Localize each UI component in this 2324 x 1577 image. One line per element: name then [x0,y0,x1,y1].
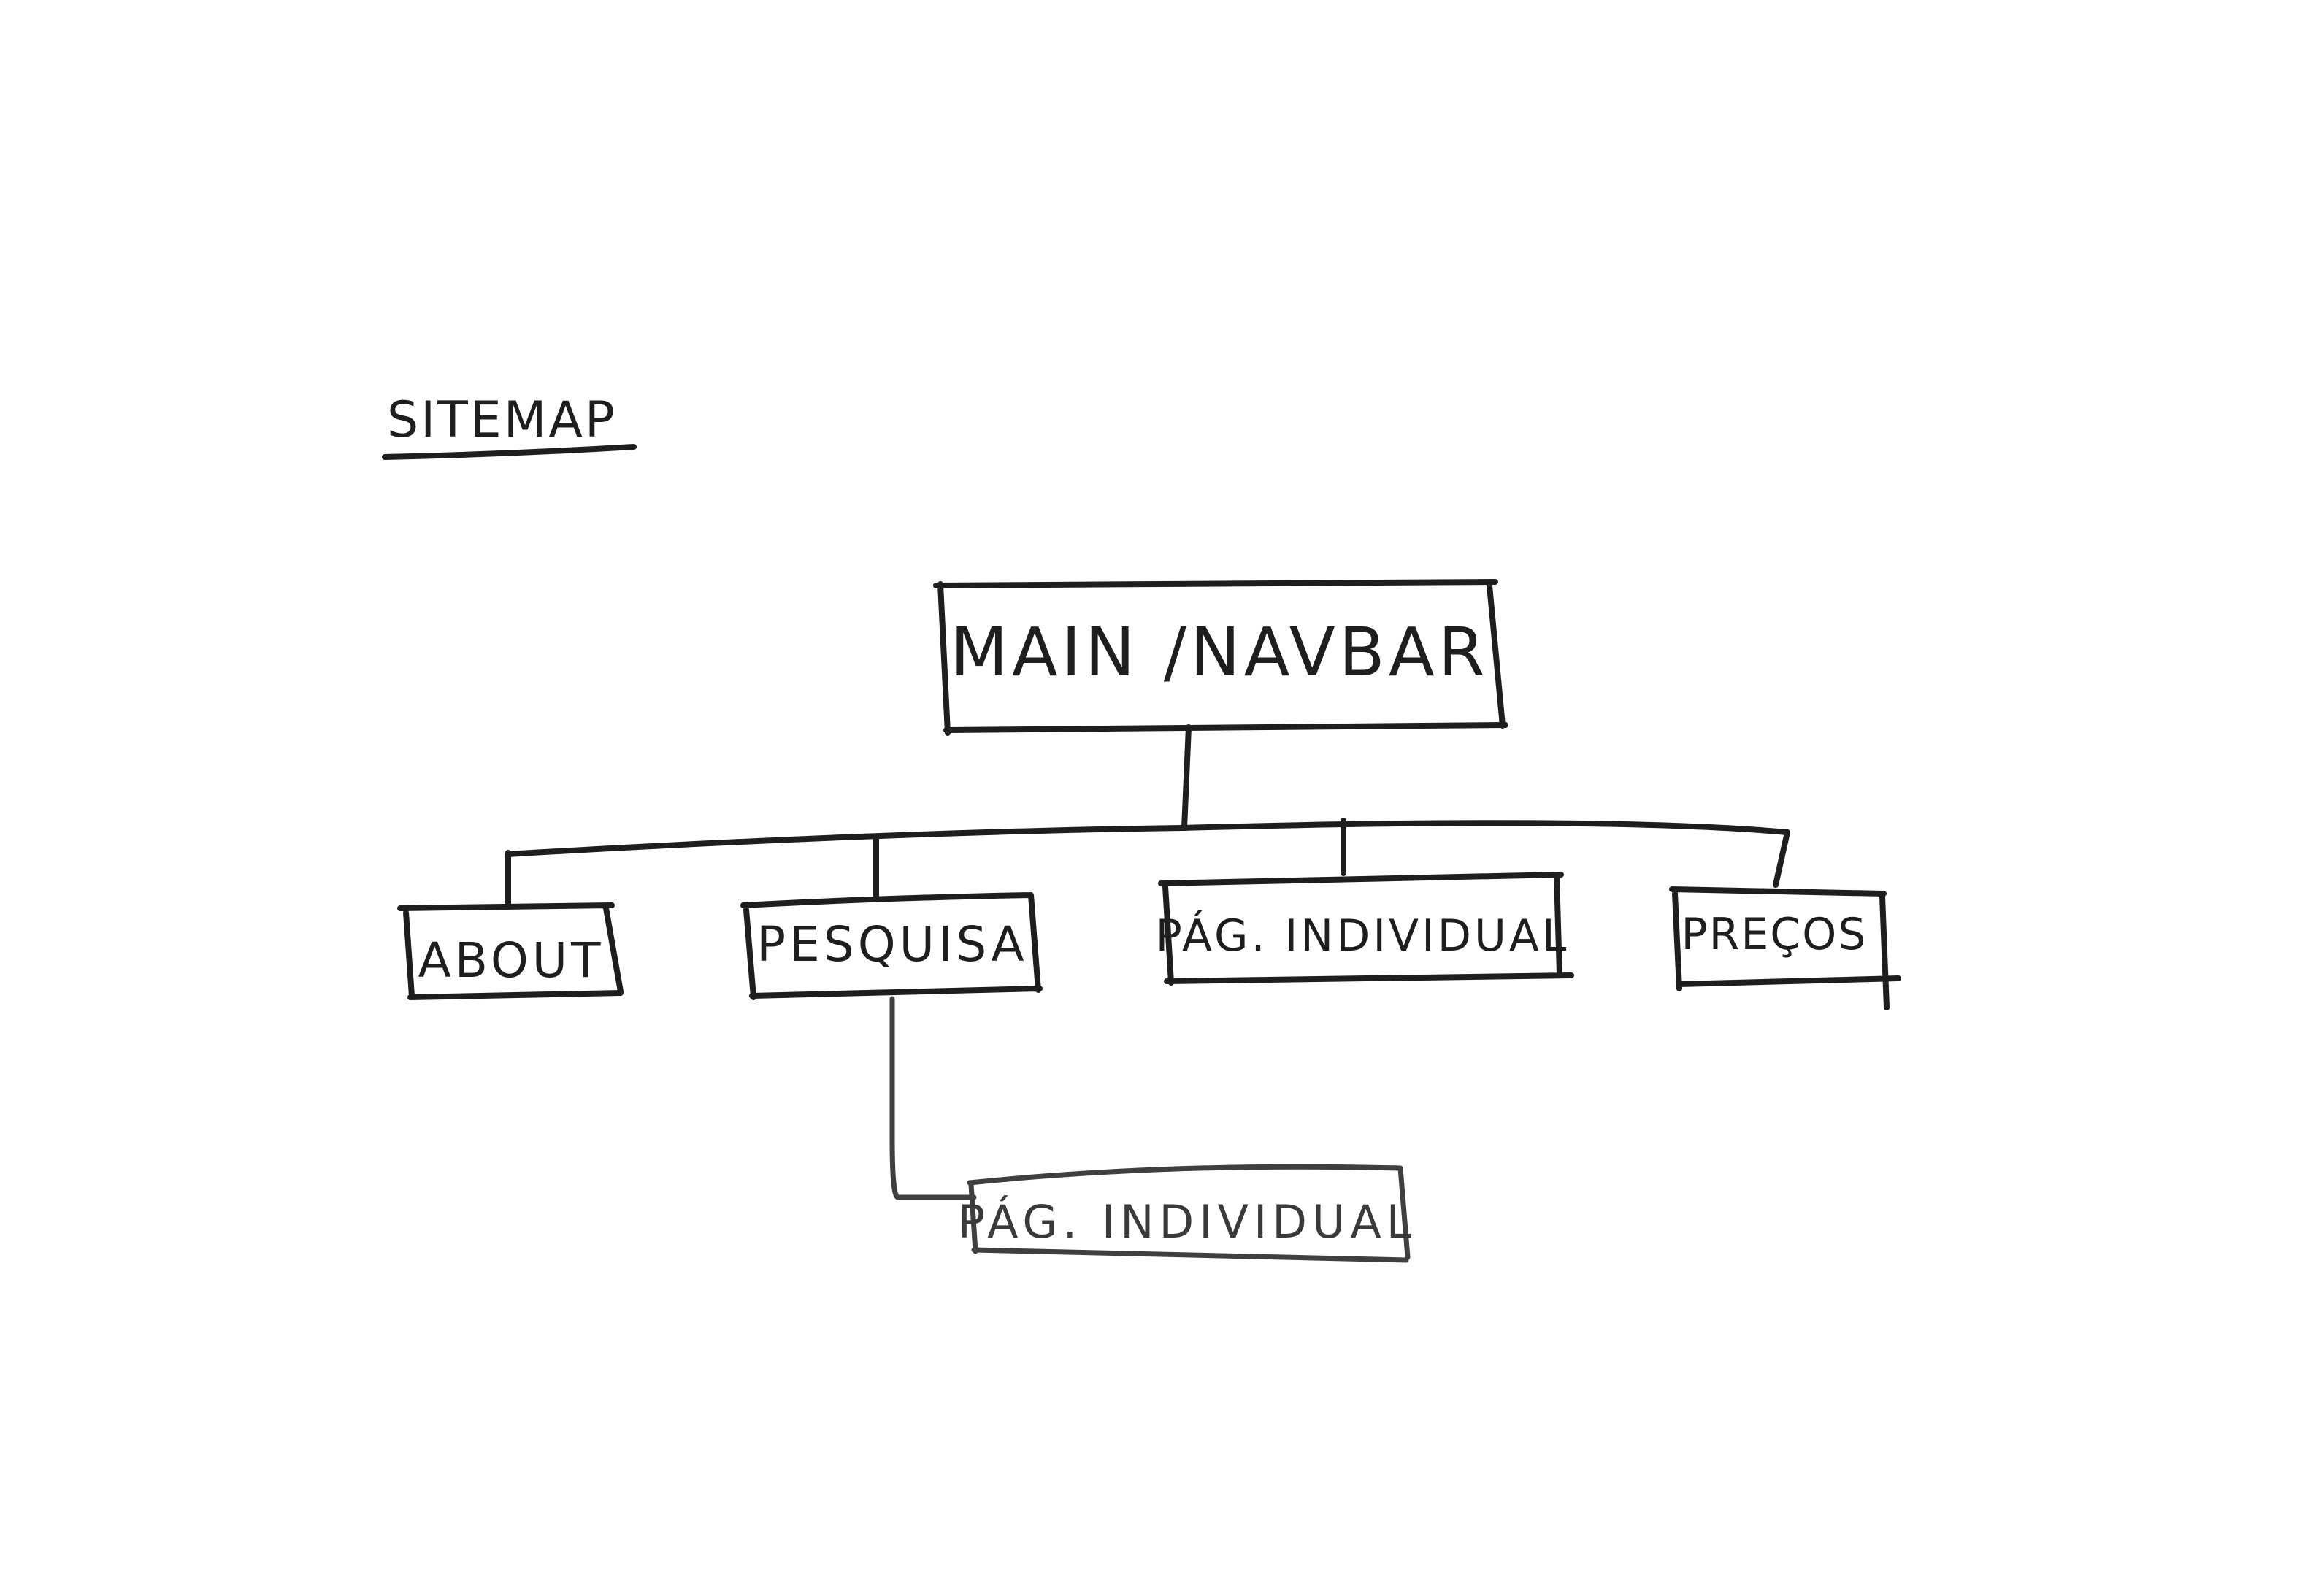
node-main-navbar: MAIN /NAVBAR [933,579,1508,736]
node-about: ABOUT [397,902,624,1000]
title-underline [382,444,637,460]
node-pag-individual: PÁG. INDIVIDUAL [1156,872,1574,986]
node-precos: PREÇOS [1669,886,1901,1010]
connector-tree [505,724,1790,910]
diagram-title-text: SITEMAP [387,391,617,449]
node-pag-individual-label: PÁG. INDIVIDUAL [1156,910,1570,962]
node-main-navbar-label: MAIN /NAVBAR [950,613,1488,691]
node-subpage-pag-individual: PÁG. INDIVIDUAL [958,1164,1417,1263]
node-about-label: ABOUT [418,932,605,989]
root-trunk-line [1181,724,1192,831]
node-precos-label: PREÇOS [1681,909,1868,960]
node-subpage-pag-individual-box [967,1164,1411,1263]
node-main-navbar-box [933,579,1508,736]
sibling-bus-line [505,820,1790,857]
diagram-title: SITEMAP [382,391,637,460]
node-precos-box [1669,886,1901,1010]
drop-line-precos [1773,829,1790,888]
node-about-box [397,902,624,1000]
node-pesquisa-label: PESQUISA [756,916,1027,972]
node-subpage-pag-individual-label: PÁG. INDIVIDUAL [958,1194,1417,1248]
node-pesquisa-box [740,892,1043,1000]
node-pesquisa: PESQUISA [740,892,1043,1000]
node-pag-individual-box [1158,872,1574,986]
connector-pesquisa-to-subpage [889,996,977,1200]
